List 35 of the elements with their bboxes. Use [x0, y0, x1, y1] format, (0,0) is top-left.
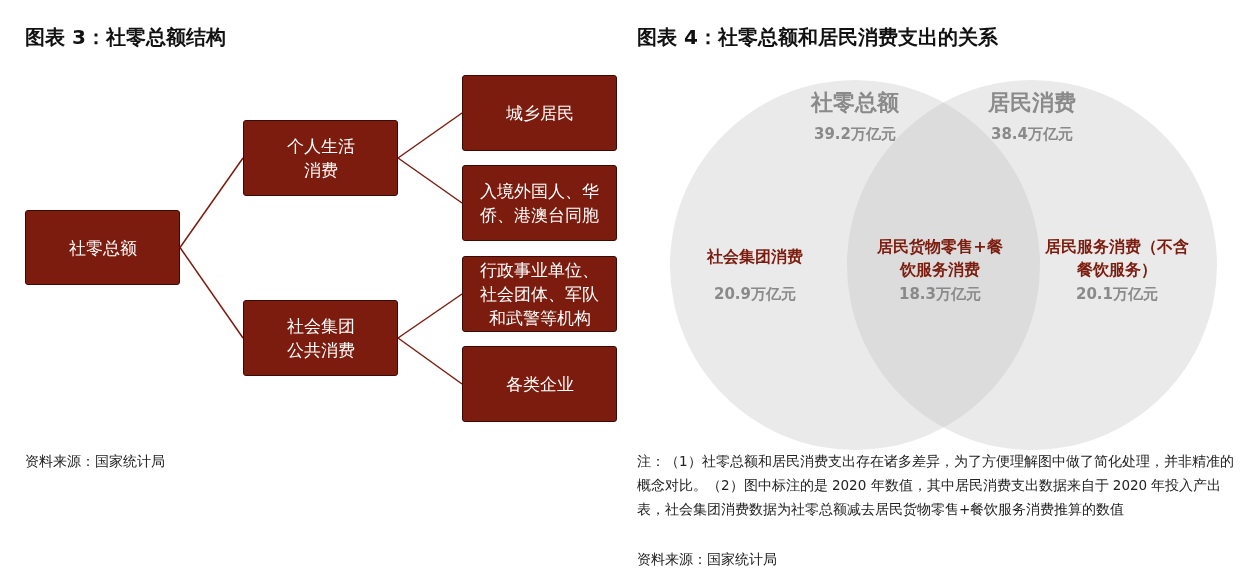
connector-line — [397, 157, 463, 204]
connector-line — [179, 157, 244, 249]
connector-line — [397, 293, 463, 339]
circle-value: 38.4万亿元 — [991, 125, 1073, 144]
region-label: 社会集团消费 — [706, 246, 804, 268]
category-box — [243, 120, 398, 196]
region-label: 居民服务消费（不含餐饮服务） — [1045, 236, 1189, 281]
footnote: 注：（1）社零总额和居民消费支出存在诸多差异，为了方便理解图中做了简化处理，并非精准的概念对比。（2）图中标注的是 2020 年数值，其中居民消费支出数据来自于 2020 年投入产出表，社会集团消费数据为社零总额减去居民货物零售+餐饮服务消费推算的数值 — [637, 452, 1235, 519]
box-label: 行政事业单位、社会团体、军队和武警等机构 — [480, 259, 599, 330]
category-box — [25, 210, 180, 285]
region-label: 居民货物零售+餐饮服务消费 — [876, 236, 1004, 281]
source-note: 资料来源：国家统计局 — [637, 550, 777, 569]
box-label: 城乡居民 — [505, 102, 574, 125]
box-label: 入境外国人、华侨、港澳台同胞 — [480, 180, 599, 227]
connector-line — [179, 246, 244, 339]
circle-value: 39.2万亿元 — [814, 125, 896, 144]
box-label: 各类企业 — [505, 373, 574, 396]
category-box — [462, 165, 617, 241]
region-value: 20.9万亿元 — [713, 285, 797, 304]
source-note: 资料来源：国家统计局 — [25, 452, 165, 471]
category-box — [462, 346, 617, 422]
circle-title: 居民消费 — [988, 89, 1076, 117]
category-box — [462, 75, 617, 151]
chart-title: 图表 3：社零总额结构 — [25, 24, 226, 51]
connector-line — [397, 337, 463, 385]
box-label: 社零总额 — [68, 236, 137, 260]
region-value: 20.1万亿元 — [1075, 285, 1159, 304]
category-box — [462, 256, 617, 332]
category-box — [243, 300, 398, 376]
chart-title: 图表 4：社零总额和居民消费支出的关系 — [637, 24, 998, 51]
region-value: 18.3万亿元 — [898, 285, 982, 304]
connector-line — [397, 112, 463, 159]
circle-title: 社零总额 — [811, 89, 899, 117]
box-label: 个人生活消费 — [286, 135, 355, 182]
box-label: 社会集团公共消费 — [286, 315, 355, 362]
